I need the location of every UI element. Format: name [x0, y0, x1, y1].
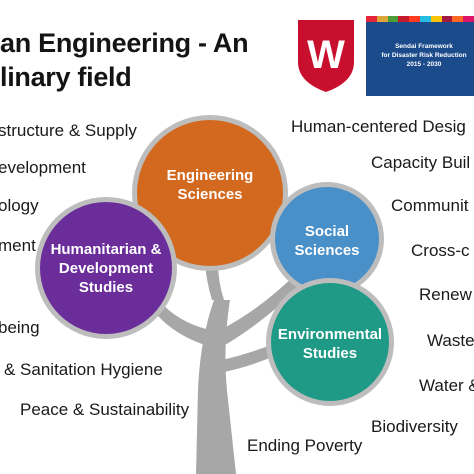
engineering-sciences-circle: [132, 115, 288, 271]
left-label-wellbeing: being: [0, 318, 40, 337]
left-label-technology: ology: [0, 196, 39, 215]
social-sciences-label: Social Sciences: [287, 222, 367, 260]
right-label-water: Water &: [419, 376, 474, 395]
engineering-line2: Sciences: [177, 186, 243, 203]
left-label-wash: & Sanitation Hygiene: [4, 360, 163, 379]
humanitarian-development-label: Humanitarian & Development Studies: [46, 240, 166, 297]
environmental-line2: Studies: [302, 345, 358, 362]
sendai-line3: 2015 - 2030: [406, 61, 442, 68]
right-label-waste: Waste: [427, 331, 474, 350]
university-shield-logo: W: [298, 20, 354, 92]
left-label-infrastructure: structure & Supply: [0, 121, 137, 140]
left-label-management: ment: [0, 236, 36, 255]
slide-title-line1: an Engineering - An: [0, 28, 249, 58]
bottom-label-ending-poverty: Ending Poverty: [247, 436, 363, 455]
sendai-line2: for Disaster Risk Reduction: [381, 52, 467, 59]
humanitarian-line1: Humanitarian &: [50, 241, 162, 258]
engineering-line1: Engineering: [166, 167, 254, 184]
logo-letter: W: [307, 33, 345, 77]
humanitarian-line2: Development: [58, 260, 154, 277]
humanitarian-development-circle: [35, 197, 177, 339]
environmental-studies-circle: [266, 278, 394, 406]
sendai-line1: Sendai Framework: [395, 43, 453, 50]
right-label-renewable: Renew: [419, 285, 472, 304]
environmental-line1: Environmental: [277, 326, 383, 343]
right-label-human-centered-design: Human-centered Desig: [291, 117, 466, 136]
left-label-peace: Peace & Sustainability: [20, 400, 190, 419]
right-label-community: Communit: [391, 196, 469, 215]
engineering-sciences-label: Engineering Sciences: [156, 166, 264, 204]
right-label-biodiversity: Biodiversity: [371, 417, 458, 436]
right-label-cross-cultural: Cross-c: [411, 241, 470, 260]
sendai-framework-logo: Sendai Framework for Disaster Risk Reduc…: [366, 16, 474, 96]
slide-title-line2: linary field: [0, 62, 132, 92]
left-label-development: evelopment: [0, 158, 86, 177]
social-sciences-circle: [270, 182, 384, 296]
humanitarian-line3: Studies: [78, 279, 134, 296]
right-label-capacity-building: Capacity Buil: [371, 153, 471, 172]
social-line2: Sciences: [294, 242, 360, 259]
social-line1: Social: [304, 223, 350, 240]
sdg-color-strip: [366, 16, 474, 22]
environmental-studies-label: Environmental Studies: [276, 325, 384, 363]
